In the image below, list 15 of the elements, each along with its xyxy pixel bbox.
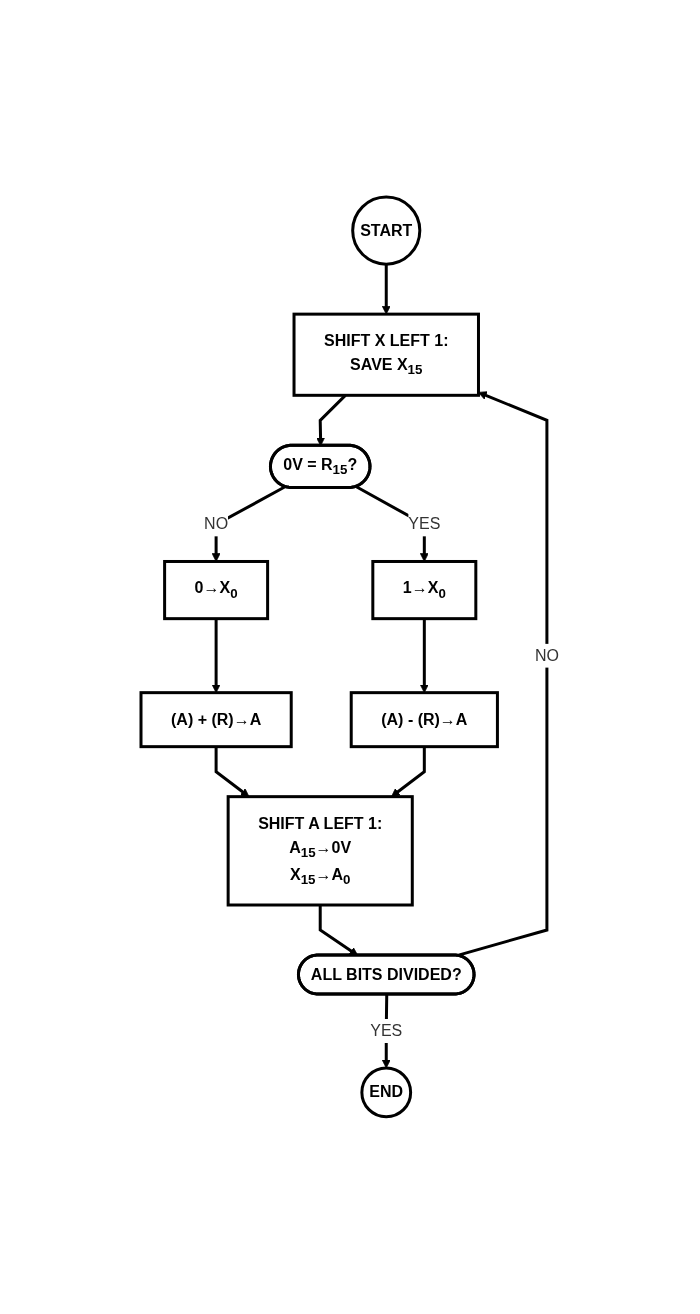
node-box: 1→X$_{0}$ xyxy=(371,560,478,621)
edge-label: YES xyxy=(408,515,441,533)
edge-label: NO xyxy=(204,515,229,533)
node-box: SHIFT A LEFT 1: A$_{15}$→0V X$_{15}$→A$_{0}$ xyxy=(226,795,414,907)
node-box: (A) - (R)→A xyxy=(349,691,499,749)
node-box: SHIFT X LEFT 1: SAVE X$_{15}$ xyxy=(292,312,480,397)
node-box: (A) + (R)→A xyxy=(139,691,293,749)
arrow xyxy=(381,264,391,315)
node-circle: END xyxy=(360,1066,413,1119)
edge-label: YES xyxy=(370,1022,403,1040)
arrow xyxy=(318,905,359,956)
edge-label: NO xyxy=(534,646,559,664)
arrow xyxy=(211,485,286,562)
node-circle: START xyxy=(351,195,422,266)
node-box: 0→X$_{0}$ xyxy=(163,560,270,621)
